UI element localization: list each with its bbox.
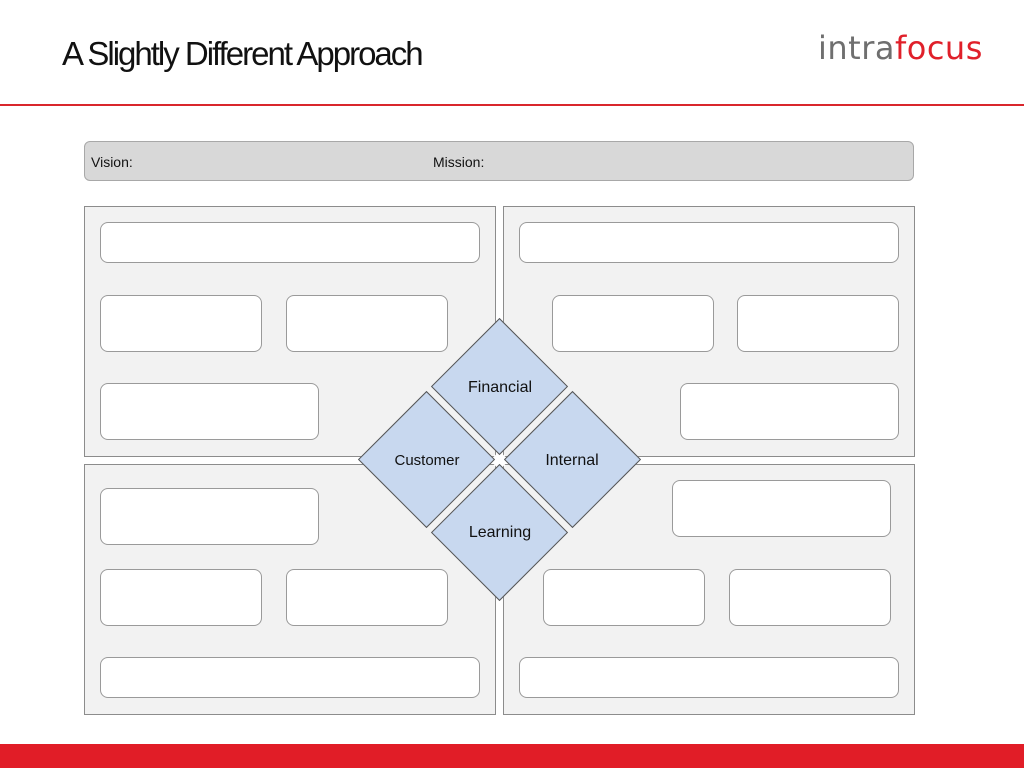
objective-box [100,222,480,263]
mission-label: Mission: [433,154,485,170]
objective-box [519,657,899,698]
logo-text-intra: intra [818,29,895,67]
financial-label: Financial [467,379,533,396]
learning-label: Learning [468,524,532,541]
customer-label: Customer [394,452,460,469]
header-divider [0,104,1024,106]
intrafocus-logo: intrafocus [818,28,983,68]
objective-box [100,295,262,352]
objective-box [100,383,319,440]
objective-box [729,569,891,626]
logo-text-focus: focus [894,29,983,67]
objective-box [286,569,448,626]
objective-box [672,480,891,537]
objective-box [286,295,448,352]
objective-box [737,295,899,352]
center-cross [493,454,506,467]
objective-box [100,569,262,626]
slide-title: A Slightly Different Approach [62,35,424,72]
objective-box [100,657,480,698]
objective-box [519,222,899,263]
footer-bar [0,744,1024,768]
vision-label: Vision: [91,154,133,170]
objective-box [100,488,319,545]
vision-mission-bar: Vision: Mission: [84,141,914,181]
objective-box [543,569,705,626]
internal-label: Internal [545,452,599,469]
objective-box [680,383,899,440]
objective-box [552,295,714,352]
